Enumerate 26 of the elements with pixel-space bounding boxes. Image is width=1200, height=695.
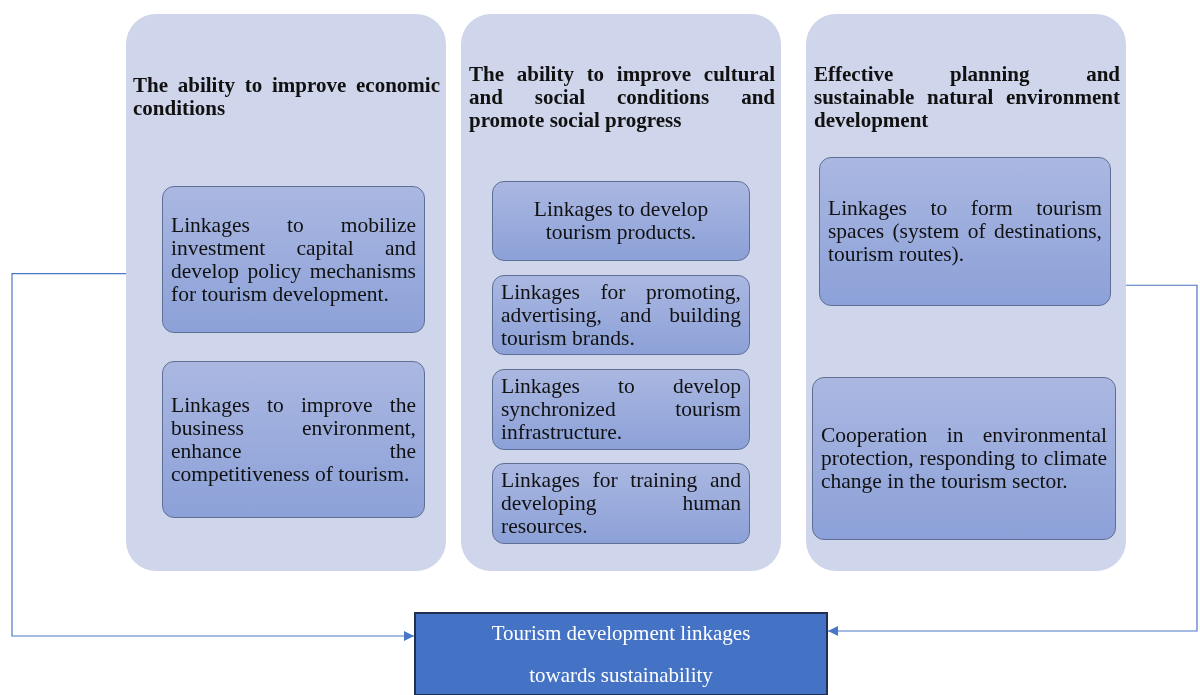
category-panel [461,14,781,571]
connector-arrow [11,272,415,641]
linkage-text: Cooperation in environmental protection, responding to climate change in the tourism sector. [821,424,1107,493]
linkage-box [162,186,425,333]
linkage-text: Linkages to form tourism spaces (system of destinations, tourism routes). [828,197,1102,266]
linkage-text: Linkages for training and developing human resources. [501,469,741,538]
linkage-text: Linkages to mobilize investment capital and develop policy mechanisms for tourism development. [171,213,416,306]
linkage-box [812,377,1116,540]
panel-heading: Effective planning and sustainable natural environment development [814,63,1120,132]
goal-box [414,612,828,695]
linkage-box [492,369,750,450]
category-panel [126,14,446,571]
linkage-text: Linkages for promoting, advertising, and building tourism brands. [501,280,741,350]
goal-text: Tourism development linkages towards sustainability [490,620,752,689]
linkage-text: Linkages to develop synchronized tourism infrastructure. [501,375,741,444]
panel-heading: The ability to improve economic conditions [133,74,440,120]
linkage-box [492,275,750,355]
linkage-box [492,463,750,544]
linkage-text: Linkages to develop tourism products. [532,198,710,244]
connector-arrow [827,284,1198,636]
linkage-box [819,157,1111,306]
panel-heading: The ability to improve cultural and social conditions and promote social progress [469,63,775,132]
linkage-box [492,181,750,261]
linkage-box [162,361,425,518]
category-panel [806,14,1126,571]
linkage-text: Linkages to improve the business environment, enhance the competitiveness of tourism. [171,393,416,486]
